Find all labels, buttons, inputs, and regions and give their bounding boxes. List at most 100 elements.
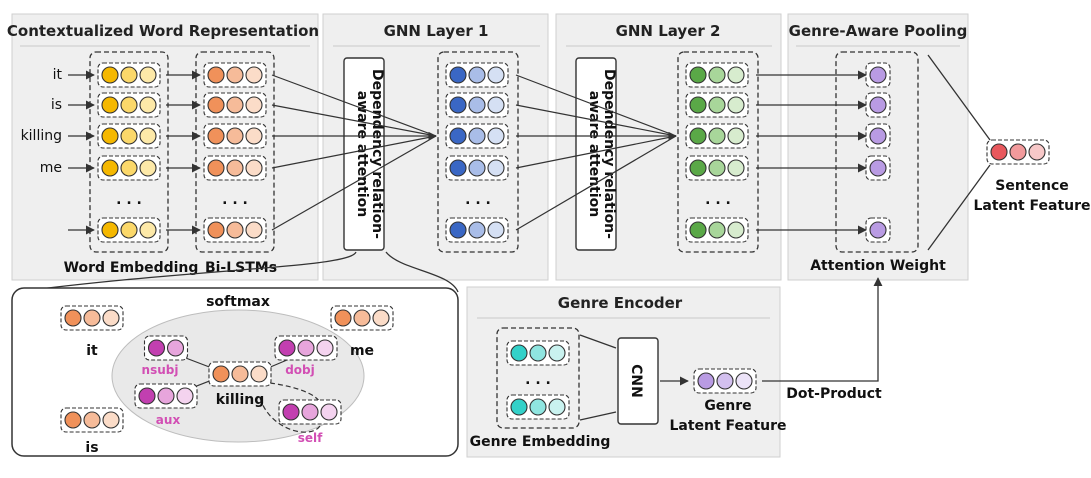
dot-product-label: Dot-Product <box>786 386 882 402</box>
gnn1-vector-cell <box>449 221 467 239</box>
callout-curve <box>15 251 357 293</box>
bilstm-vector <box>203 155 267 181</box>
genre-embedding-vector <box>506 394 570 420</box>
bilstm-vector-cell <box>226 66 244 84</box>
genre-embedding-vector-cell <box>529 344 547 362</box>
gnn1-vector <box>445 62 509 88</box>
detail-aux-vector-cell <box>138 387 156 405</box>
gnn2-group <box>677 51 759 253</box>
title-genre-encoder: Genre Encoder <box>558 294 683 312</box>
detail-killing-vector-cell <box>212 365 230 383</box>
gnn2-vector <box>685 155 749 181</box>
detail-nsubj-vector-cell <box>166 339 185 357</box>
word-label: is <box>51 97 62 113</box>
word-embedding-vector-cell <box>101 159 119 177</box>
detail-it-vector-cell <box>64 309 82 327</box>
ellipsis: . . . <box>116 192 142 208</box>
gnn1-vector-cell <box>449 159 467 177</box>
word-embedding-vector-cell <box>101 127 119 145</box>
bilstm-vector-cell <box>245 221 263 239</box>
word-embedding-vector <box>97 62 161 88</box>
word-embedding-vector-cell <box>120 221 138 239</box>
ellipsis: . . . <box>465 192 491 208</box>
node-label-killing: killing <box>216 392 265 408</box>
gnn2-vector-cell <box>689 66 707 84</box>
gnn2-vector <box>685 123 749 149</box>
node-label-me: me <box>350 343 374 359</box>
pooled-vector-cell <box>869 159 887 177</box>
relation-aux: aux <box>156 413 181 427</box>
title-pooling: Genre-Aware Pooling <box>789 22 968 40</box>
bilstm-vector-cell <box>226 221 244 239</box>
word-embedding-label: Word Embedding <box>64 260 199 276</box>
title-gnn2: GNN Layer 2 <box>616 22 721 40</box>
word-embedding-vector-cell <box>120 127 138 145</box>
genre-latent-vector-cell <box>697 372 715 390</box>
gnn2-vector-cell <box>727 221 745 239</box>
sentence-label-1: Sentence <box>995 178 1069 194</box>
word-embedding-vector-cell <box>139 159 157 177</box>
detail-dobj-vector <box>274 335 338 361</box>
gnn2-converging-lines <box>515 74 677 231</box>
word-embedding-vector-cell <box>120 66 138 84</box>
gnn2-vector-cell <box>689 127 707 145</box>
word-embedding-vector-cell <box>139 96 157 114</box>
softmax-label: softmax <box>206 294 270 310</box>
title-gnn1: GNN Layer 1 <box>384 22 489 40</box>
word-label: me <box>40 160 62 176</box>
detail-aux-vector-cell <box>176 387 194 405</box>
pooled-vector <box>865 217 891 243</box>
title-contextual: Contextualized Word Representation <box>7 22 319 40</box>
relation-nsubj: nsubj <box>142 363 179 377</box>
bilstm-vector-cell <box>245 96 263 114</box>
gnn2-vector-cell <box>727 127 745 145</box>
gnn2-vector-cell <box>689 159 707 177</box>
detail-nsubj-vector-cell <box>147 339 166 357</box>
detail-it-vector <box>60 305 124 331</box>
sentence-latent-vector-cell <box>1028 143 1046 161</box>
pooled-vector-cell <box>869 127 887 145</box>
bilstm-vector-cell <box>245 159 263 177</box>
bilstm-vector <box>203 217 267 243</box>
pooled-vector <box>865 92 891 118</box>
detail-aux-vector <box>134 383 198 409</box>
sentence-label-2: Latent Feature <box>973 198 1090 214</box>
gnn2-vector <box>685 62 749 88</box>
detail-me-vector <box>330 305 394 331</box>
genre-latent-vector <box>693 368 757 394</box>
bilstm-vector-cell <box>207 96 225 114</box>
callout-curve <box>385 251 459 293</box>
pooled-vector <box>865 155 891 181</box>
gnn2-vector-cell <box>689 221 707 239</box>
word-embedding-vector-cell <box>139 66 157 84</box>
gnn1-group <box>437 51 519 253</box>
word-embedding-vector-cell <box>101 221 119 239</box>
detail-is-vector-cell <box>83 411 101 429</box>
attention-label-2a: Dependency relation- <box>601 69 617 239</box>
genre-embedding-group <box>496 327 580 429</box>
relation-dobj: dobj <box>285 363 315 377</box>
bilstm-group <box>195 51 275 253</box>
genre-embedding-vector-cell <box>529 398 547 416</box>
word-embedding-vector <box>97 92 161 118</box>
gnn2-vector <box>685 92 749 118</box>
gnn1-vector-cell <box>487 66 505 84</box>
gnn2-vector <box>685 217 749 243</box>
detail-dobj-vector-cell <box>278 339 296 357</box>
gnn1-vector-cell <box>468 127 486 145</box>
attention-label-1a: Dependency relation- <box>369 69 385 239</box>
gnn1-vector-cell <box>487 159 505 177</box>
gnn1-vector-cell <box>449 127 467 145</box>
gnn1-vector-cell <box>487 96 505 114</box>
word-embedding-vector <box>97 123 161 149</box>
attention-label-2b: aware attention <box>586 91 602 217</box>
word-embedding-vector-cell <box>120 159 138 177</box>
bilstm-vector <box>203 92 267 118</box>
bilstm-vector <box>203 62 267 88</box>
genre-latent-vector-cell <box>735 372 753 390</box>
pooled-vector-cell <box>869 66 887 84</box>
word-embedding-vector-cell <box>139 221 157 239</box>
attention-label-1b: aware attention <box>354 91 370 217</box>
cnn-label: CNN <box>628 364 644 398</box>
node-label-it: it <box>86 343 98 359</box>
